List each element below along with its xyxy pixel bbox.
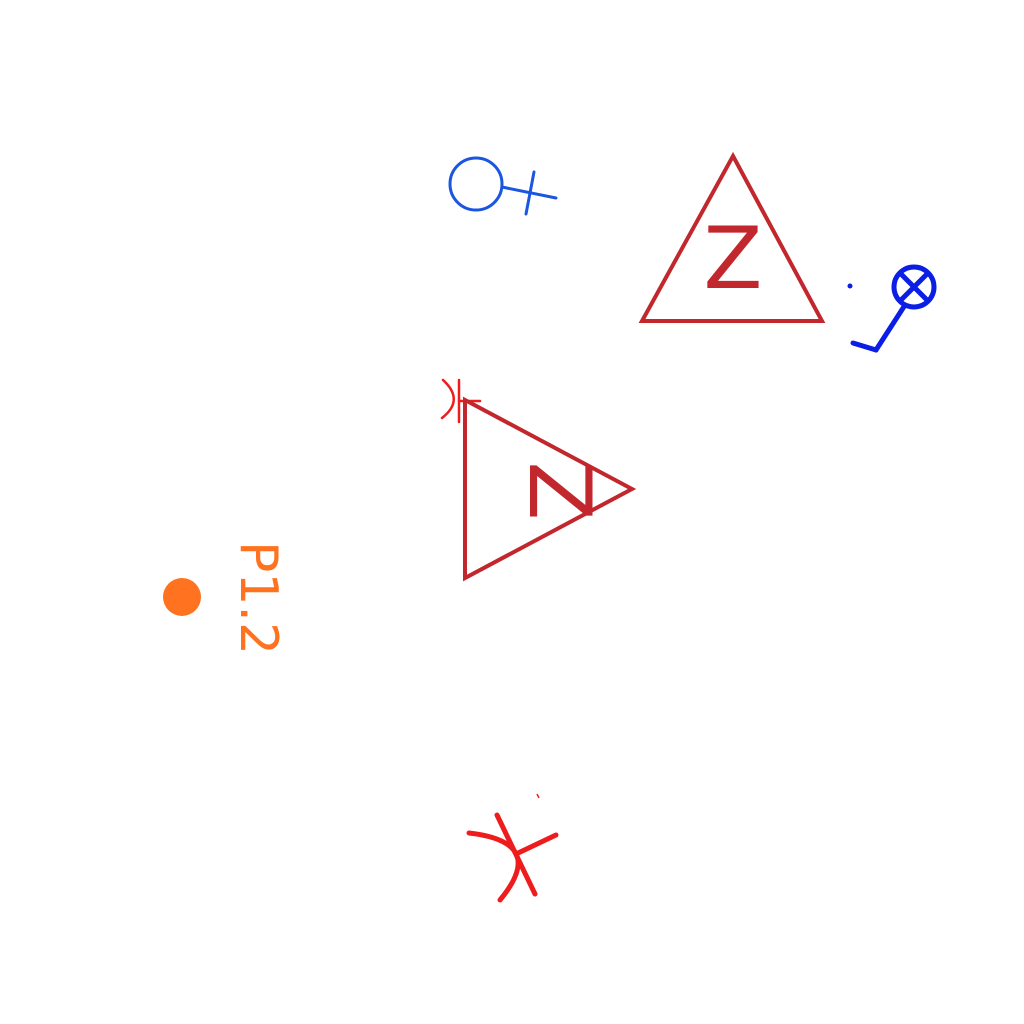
- dot-mark: [847, 283, 853, 289]
- triangle-outline: [463, 396, 637, 582]
- point-label: P1.2: [228, 541, 288, 655]
- triangle-outline: [638, 151, 826, 323]
- tick-mark: [536, 793, 540, 799]
- triangle-upright: Z: [638, 151, 826, 323]
- large-arc-t-symbol-icon: [466, 812, 559, 903]
- point-marker: P1.2: [163, 541, 288, 655]
- triangle-rotated: Z: [463, 396, 637, 582]
- circle-x-hook-symbol-icon: [850, 264, 937, 353]
- triangle-letter: Z: [704, 209, 763, 309]
- circle-cross-symbol-icon: [448, 156, 558, 216]
- triangle-letter: Z: [509, 462, 609, 521]
- point-dot: [163, 578, 201, 616]
